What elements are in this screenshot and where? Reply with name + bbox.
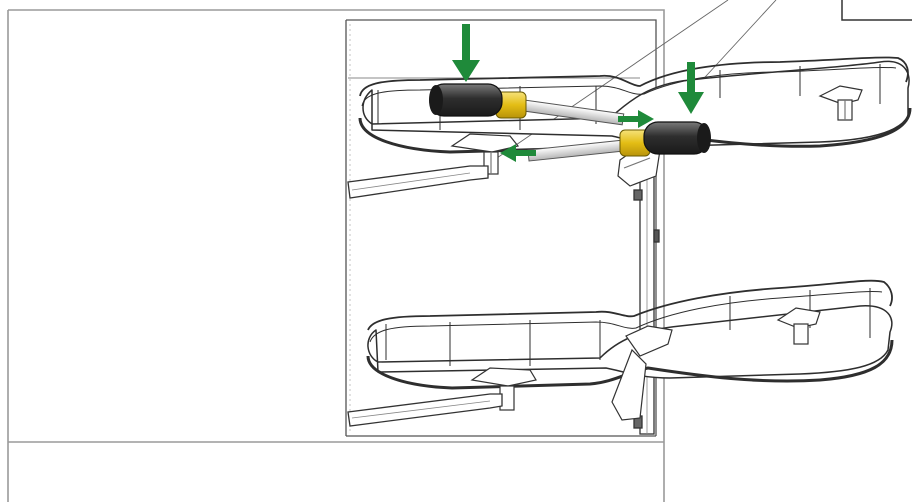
cabinet-frame [7,9,665,502]
down-arrow-icon [452,24,480,82]
screwdriver-icon [527,121,711,162]
lower-bracket-right [776,307,821,345]
upper-swing-arm [347,165,489,199]
screwdriver-icon [429,83,625,126]
left-arrow-icon [500,144,536,162]
upper-bracket-right [818,85,863,121]
callout-box [841,0,912,21]
right-arrow-icon [618,110,654,128]
upper-shelf [358,56,912,154]
down-arrow-icon [678,62,704,114]
lower-hub-bracket [611,325,673,421]
lower-swing-arm [347,393,503,427]
